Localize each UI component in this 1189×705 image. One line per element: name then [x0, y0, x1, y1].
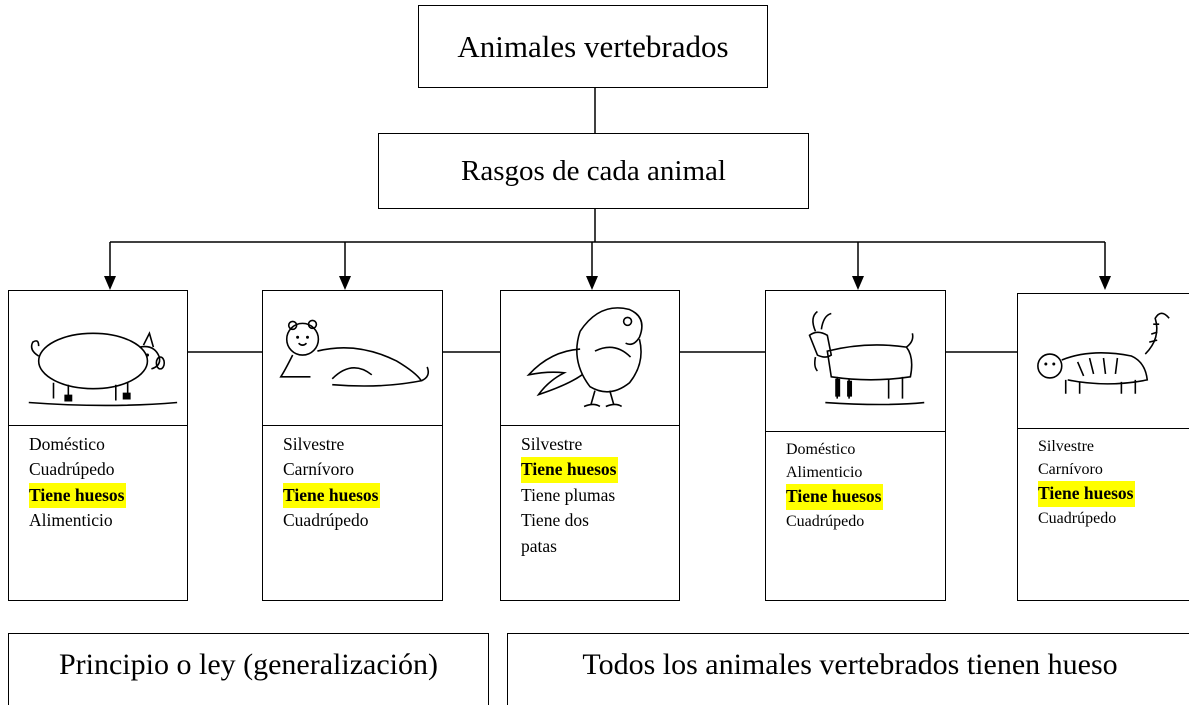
trait: Alimenticio — [29, 508, 187, 533]
goat-traits: Doméstico Alimenticio Tiene huesos Cuadr… — [766, 432, 945, 533]
principle-label-box: Principio o ley (generalización) — [8, 633, 489, 705]
lion-traits: Silvestre Carnívoro Tiene huesos Cuadrúp… — [263, 426, 442, 534]
trait: Cuadrúpedo — [786, 510, 945, 533]
animal-card-tiger: Silvestre Carnívoro Tiene huesos Cuadrúp… — [1017, 293, 1189, 601]
animal-card-goat: Doméstico Alimenticio Tiene huesos Cuadr… — [765, 290, 946, 601]
trait-highlighted: Tiene huesos — [1038, 481, 1189, 506]
trait: Alimenticio — [786, 461, 945, 484]
diagram-title: Animales vertebrados — [418, 5, 768, 88]
trait-highlighted: Tiene huesos — [29, 483, 187, 508]
arrow-head-3 — [586, 276, 598, 290]
conclusion-text: Todos los animales vertebrados tienen hu… — [582, 648, 1117, 682]
parrot-icon — [501, 291, 679, 426]
trait-highlighted: Tiene huesos — [521, 457, 679, 482]
tiger-traits: Silvestre Carnívoro Tiene huesos Cuadrúp… — [1018, 429, 1189, 530]
pig-icon — [9, 291, 187, 426]
goat-icon — [766, 291, 945, 432]
animal-card-pig: Doméstico Cuadrúpedo Tiene huesos Alimen… — [8, 290, 188, 601]
tiger-icon — [1018, 294, 1189, 429]
trait: Tiene dos — [521, 508, 679, 533]
trait: Silvestre — [521, 432, 679, 457]
animal-card-lion: Silvestre Carnívoro Tiene huesos Cuadrúp… — [262, 290, 443, 601]
arrow-head-1 — [104, 276, 116, 290]
parrot-traits: Silvestre Tiene huesos Tiene plumas Tien… — [501, 426, 679, 559]
traits-heading: Rasgos de cada animal — [378, 133, 809, 209]
conclusion-box: Todos los animales vertebrados tienen hu… — [507, 633, 1189, 705]
lion-cub-icon — [263, 291, 442, 426]
arrow-head-2 — [339, 276, 351, 290]
pig-traits: Doméstico Cuadrúpedo Tiene huesos Alimen… — [9, 426, 187, 534]
trait: Silvestre — [1038, 435, 1189, 458]
arrow-head-4 — [852, 276, 864, 290]
trait: Tiene plumas — [521, 483, 679, 508]
trait: patas — [521, 534, 679, 559]
trait: Cuadrúpedo — [29, 457, 187, 482]
trait: Doméstico — [786, 438, 945, 461]
trait: Silvestre — [283, 432, 442, 457]
trait: Cuadrúpedo — [1038, 507, 1189, 530]
animal-card-parrot: Silvestre Tiene huesos Tiene plumas Tien… — [500, 290, 680, 601]
trait: Cuadrúpedo — [283, 508, 442, 533]
trait-highlighted: Tiene huesos — [283, 483, 442, 508]
trait: Carnívoro — [283, 457, 442, 482]
trait: Doméstico — [29, 432, 187, 457]
trait-highlighted: Tiene huesos — [786, 484, 945, 509]
principle-label: Principio o ley (generalización) — [59, 648, 438, 682]
trait: Carnívoro — [1038, 458, 1189, 481]
arrow-head-5 — [1099, 276, 1111, 290]
